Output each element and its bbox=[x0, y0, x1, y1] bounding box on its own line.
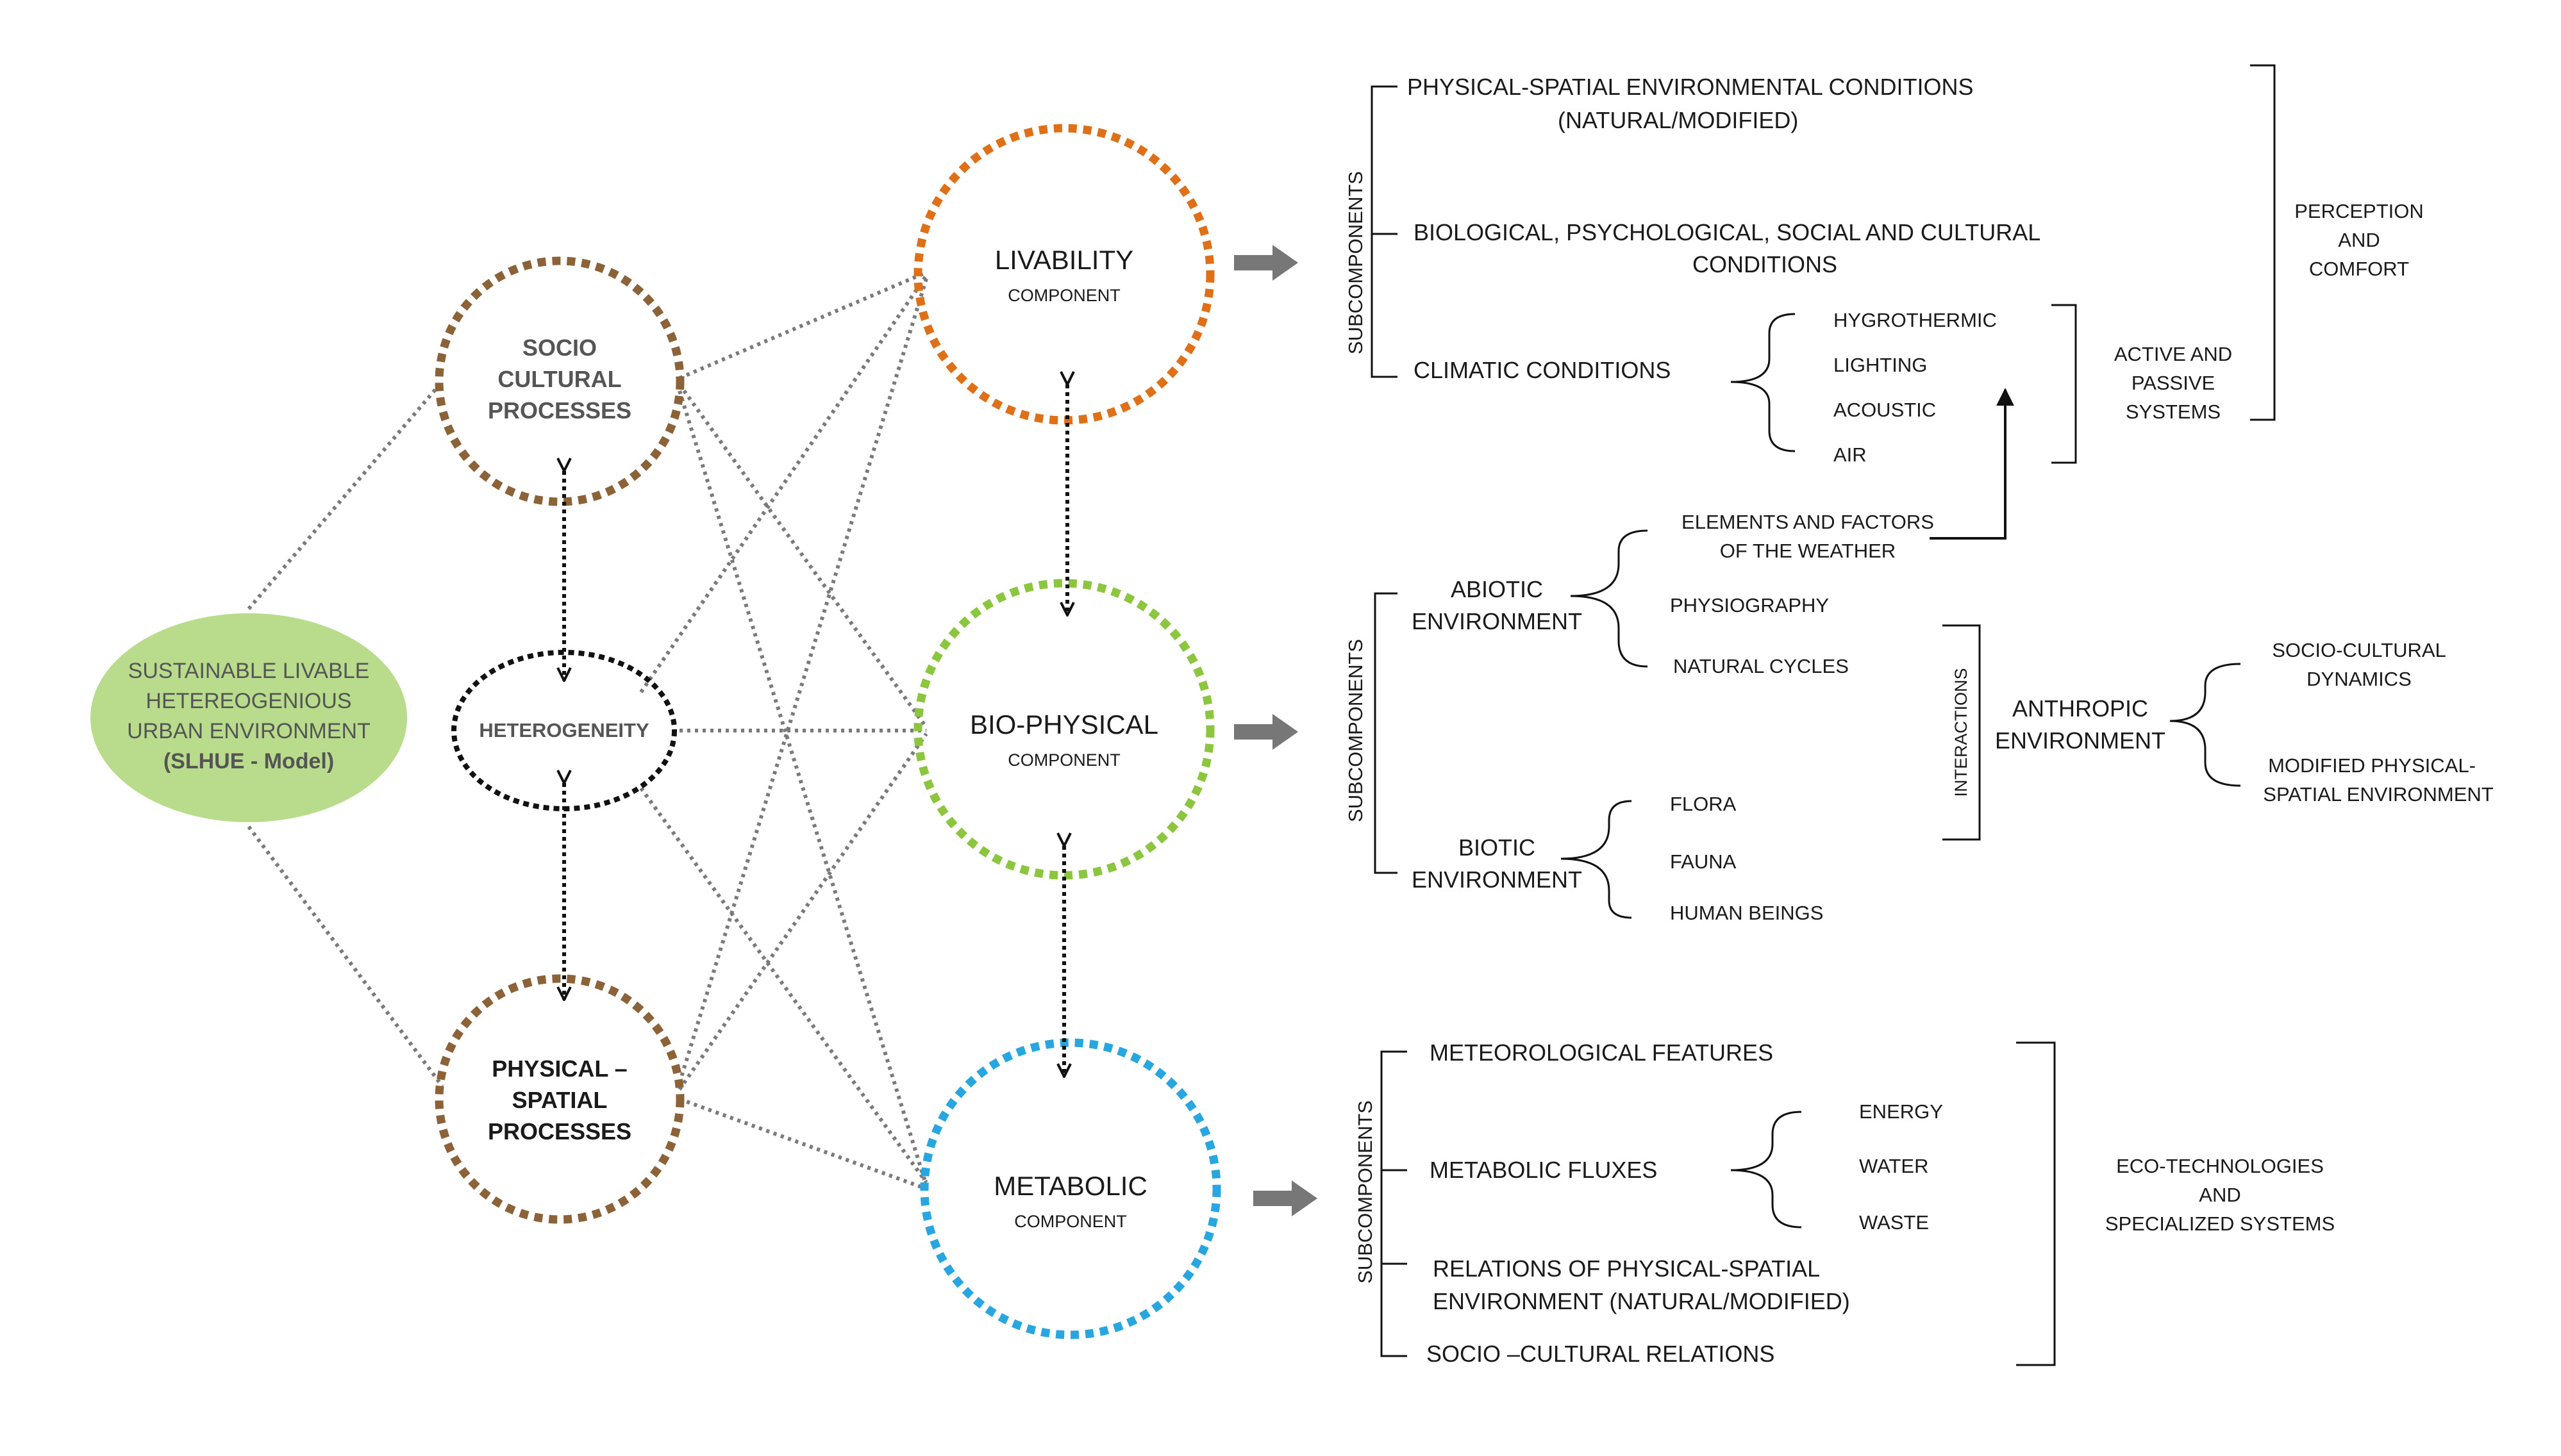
climatic-conditions: CLIMATIC CONDITIONS bbox=[1414, 357, 1671, 383]
biophysical-subcomponents: SUBCOMPONENTS ABIOTIC ENVIRONMENT ELEMEN… bbox=[1344, 511, 2494, 924]
abiotic-line-1: ABIOTIC bbox=[1451, 576, 1543, 602]
physical-line-2: SPATIAL bbox=[512, 1087, 608, 1113]
socio-cultural-relations: SOCIO –CULTURAL RELATIONS bbox=[1426, 1341, 1774, 1367]
livability-name: LIVABILITY bbox=[995, 245, 1133, 275]
connector-lines bbox=[247, 270, 928, 1191]
modified-environment-line-2: SPATIAL ENVIRONMENT bbox=[2263, 783, 2493, 806]
livability-subcomponents: SUBCOMPONENTS PHYSICAL-SPATIAL ENVIRONME… bbox=[1344, 64, 2424, 466]
flux-energy: ENERGY bbox=[1859, 1100, 1943, 1123]
eco-line-1: ECO-TECHNOLOGIES bbox=[2116, 1155, 2324, 1177]
active-line-1: ACTIVE AND bbox=[2114, 343, 2232, 365]
connector-model-physical bbox=[247, 825, 444, 1088]
physical-spatial-conditions-line-2: (NATURAL/MODIFIED) bbox=[1558, 107, 1798, 133]
model-ellipse bbox=[90, 613, 407, 822]
socio-cultural-dynamics-line-2: DYNAMICS bbox=[2307, 668, 2412, 690]
biotic-line-1: BIOTIC bbox=[1458, 834, 1535, 861]
anthropic-line-2: ENVIRONMENT bbox=[1995, 727, 2165, 754]
arrow-to-livability-subcomponents bbox=[1234, 245, 1298, 281]
meteorological-features: METEOROLOGICAL FEATURES bbox=[1430, 1039, 1773, 1066]
socio-line-2: CULTURAL bbox=[497, 366, 621, 392]
metabolic-fluxes: METABOLIC FLUXES bbox=[1430, 1157, 1657, 1183]
physical-spatial-conditions: PHYSICAL-SPATIAL ENVIRONMENTAL CONDITION… bbox=[1407, 74, 1973, 100]
physical-line-3: PROCESSES bbox=[488, 1118, 631, 1145]
model-line-3: URBAN ENVIRONMENT bbox=[127, 719, 371, 743]
relations-physical-spatial-line-1: RELATIONS OF PHYSICAL-SPATIAL bbox=[1433, 1255, 1820, 1282]
biotic-fauna: FAUNA bbox=[1670, 850, 1737, 873]
biophysical-sub: COMPONENT bbox=[1008, 750, 1121, 770]
physiography: PHYSIOGRAPHY bbox=[1670, 594, 1829, 616]
climatic-acoustic: ACOUSTIC bbox=[1833, 399, 1936, 421]
metabolic-sub: COMPONENT bbox=[1014, 1212, 1127, 1231]
active-line-2: PASSIVE bbox=[2131, 372, 2215, 394]
climatic-lighting: LIGHTING bbox=[1833, 354, 1927, 376]
weather-to-climatic-arrow bbox=[1930, 388, 2014, 540]
natural-cycles: NATURAL CYCLES bbox=[1673, 655, 1849, 677]
biotic-line-2: ENVIRONMENT bbox=[1412, 866, 1582, 893]
active-line-3: SYSTEMS bbox=[2126, 401, 2221, 423]
livability-subcomponents-label: SUBCOMPONENTS bbox=[1344, 171, 1367, 354]
socio-cultural-dynamics-line-1: SOCIO-CULTURAL bbox=[2272, 639, 2446, 661]
biotic-flora: FLORA bbox=[1670, 793, 1737, 815]
biophysical-component: BIO-PHYSICAL COMPONENT bbox=[913, 579, 1215, 880]
connector-socio-metabolic bbox=[678, 390, 928, 1186]
biotic-human-beings: HUMAN BEINGS bbox=[1670, 902, 1823, 924]
abiotic-line-2: ENVIRONMENT bbox=[1412, 608, 1582, 634]
model-line-2: HETEREOGENIOUS bbox=[146, 689, 351, 713]
climatic-hygrothermic: HYGROTHERMIC bbox=[1833, 309, 1997, 331]
socio-line-3: PROCESSES bbox=[488, 397, 631, 424]
arrow-to-biophysical-subcomponents bbox=[1234, 714, 1298, 750]
connector-socio-livability bbox=[678, 270, 928, 380]
model-line-1: SUSTAINABLE LIVABLE bbox=[128, 659, 370, 683]
connector-heterogeneity-metabolic bbox=[639, 787, 928, 1184]
metabolic-name: METABOLIC bbox=[994, 1171, 1147, 1201]
physical-line-1: PHYSICAL – bbox=[492, 1055, 627, 1082]
relations-physical-spatial-line-2: ENVIRONMENT (NATURAL/MODIFIED) bbox=[1433, 1288, 1850, 1314]
grey-block-arrows bbox=[1234, 245, 1317, 1216]
eco-line-2: AND bbox=[2199, 1184, 2240, 1206]
metabolic-component: METABOLIC COMPONENT bbox=[920, 1038, 1221, 1339]
livability-component: LIVABILITY COMPONENT bbox=[913, 124, 1215, 425]
modified-environment-line-1: MODIFIED PHYSICAL- bbox=[2268, 754, 2476, 777]
perception-line-3: COMFORT bbox=[2309, 258, 2409, 280]
slhue-model-node: SUSTAINABLE LIVABLE HETEREOGENIOUS URBAN… bbox=[90, 613, 407, 822]
anthropic-line-1: ANTHROPIC bbox=[2012, 695, 2148, 722]
connector-physical-biophysical bbox=[678, 732, 928, 1091]
biological-social-conditions-line-2: CONDITIONS bbox=[1692, 251, 1837, 277]
perception-line-1: PERCEPTION bbox=[2294, 200, 2424, 222]
biological-social-conditions: BIOLOGICAL, PSYCHOLOGICAL, SOCIAL AND CU… bbox=[1414, 219, 2040, 245]
interactions-label: INTERACTIONS bbox=[1951, 668, 1971, 797]
connector-socio-biophysical bbox=[678, 383, 928, 729]
biophysical-name: BIO-PHYSICAL bbox=[970, 709, 1158, 740]
climatic-air: AIR bbox=[1833, 443, 1867, 466]
physical-spatial-node: PHYSICAL – SPATIAL PROCESSES bbox=[435, 974, 685, 1224]
connector-model-socio bbox=[247, 380, 444, 610]
model-line-4: (SLHUE - Model) bbox=[163, 749, 334, 774]
flux-water: WATER bbox=[1859, 1155, 1929, 1177]
socio-cultural-node: SOCIO CULTURAL PROCESSES bbox=[435, 256, 685, 506]
flux-waste: WASTE bbox=[1859, 1211, 1929, 1234]
heterogeneity-label: HETEROGENEITY bbox=[479, 719, 649, 741]
connector-physical-metabolic bbox=[678, 1097, 928, 1191]
eco-line-3: SPECIALIZED SYSTEMS bbox=[2105, 1212, 2335, 1235]
connector-heterogeneity-livability bbox=[639, 274, 928, 693]
biophysical-subcomponents-label: SUBCOMPONENTS bbox=[1344, 639, 1367, 822]
livability-sub: COMPONENT bbox=[1008, 286, 1121, 305]
weather-line-1: ELEMENTS AND FACTORS bbox=[1681, 511, 1934, 533]
arrow-to-metabolic-subcomponents bbox=[1253, 1180, 1317, 1216]
socio-line-1: SOCIO bbox=[522, 335, 597, 361]
metabolic-subcomponents: SUBCOMPONENTS METEOROLOGICAL FEATURES ME… bbox=[1354, 1039, 2335, 1367]
connector-physical-livability bbox=[678, 278, 928, 1084]
weather-line-2: OF THE WEATHER bbox=[1720, 540, 1896, 562]
metabolic-subcomponents-label: SUBCOMPONENTS bbox=[1354, 1100, 1376, 1284]
component-double-arrows bbox=[1064, 385, 1067, 1077]
perception-line-2: AND bbox=[2338, 229, 2380, 251]
